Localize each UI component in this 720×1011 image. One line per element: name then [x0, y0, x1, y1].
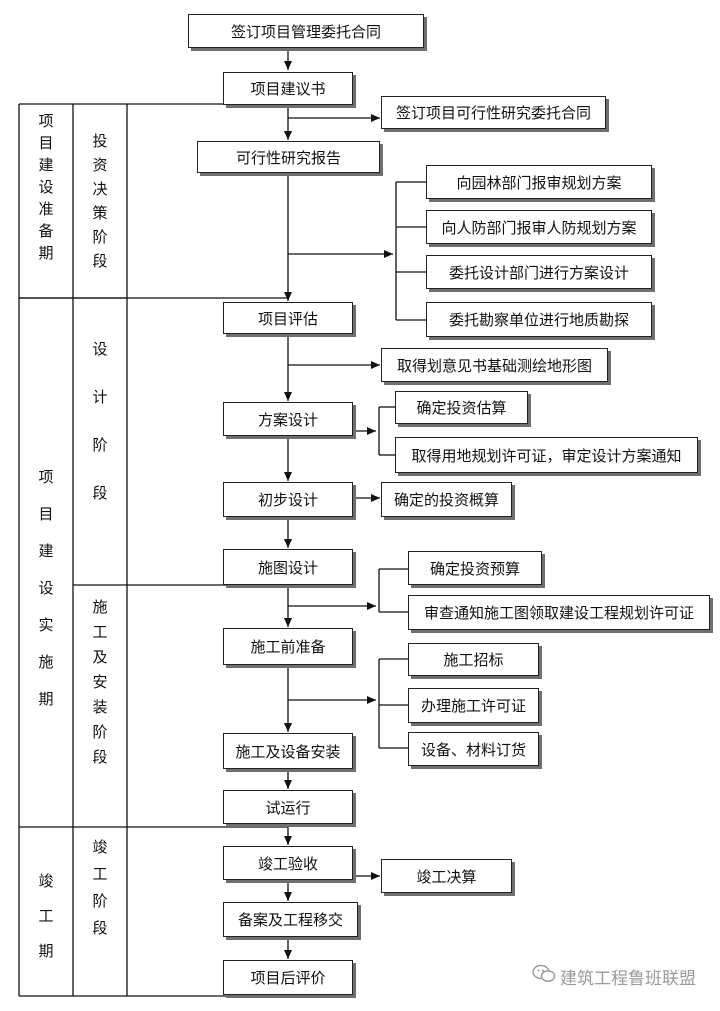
main-step-5: 方案设计: [223, 402, 353, 436]
side-box-8: 取得用地规划许可证，审定设计方案通知: [395, 437, 698, 473]
main-step-7: 施图设计: [223, 549, 353, 585]
stage-label-construction: 施工及安装阶段: [92, 598, 108, 766]
main-step-6: 初步设计: [223, 482, 353, 517]
main-step-1: 签订项目管理委托合同: [188, 14, 424, 48]
main-step-4: 项目评估: [223, 302, 353, 334]
stage-label-completion: 竣工阶段: [92, 838, 108, 937]
side-box-14: 设备、材料订货: [408, 732, 539, 766]
side-box-9: 确定的投资概算: [381, 482, 512, 517]
period-label-preparation: 项目建设准备期: [38, 112, 54, 262]
side-box-12: 施工招标: [408, 643, 539, 676]
period-label-implementation: 项目建设实施期: [38, 468, 54, 708]
watermark: 建筑工程鲁班联盟: [532, 964, 696, 989]
side-box-1: 签订项目可行性研究委托合同: [381, 96, 606, 129]
side-box-15: 竣工决算: [381, 859, 512, 893]
stage-label-design: 设计阶段: [92, 340, 108, 502]
main-step-9: 施工及设备安装: [223, 733, 353, 769]
side-box-7: 确定投资估算: [395, 391, 528, 424]
period-label-completion: 竣工期: [38, 872, 54, 960]
main-step-13: 项目后评价: [223, 960, 353, 995]
side-box-6: 取得划意见书基础测绘地形图: [381, 348, 608, 382]
side-box-5: 委托勘察单位进行地质勘探: [426, 302, 652, 337]
main-step-11: 竣工验收: [223, 846, 353, 880]
main-step-2: 项目建议书: [223, 72, 353, 105]
side-box-11: 审查通知施工图领取建设工程规划许可证: [408, 595, 710, 630]
side-box-3: 向人防部门报审人防规划方案: [426, 210, 652, 244]
main-step-3: 可行性研究报告: [197, 141, 380, 173]
side-box-10: 确定投资预算: [408, 551, 542, 585]
main-step-8: 施工前准备: [223, 628, 353, 665]
side-box-13: 办理施工许可证: [408, 688, 539, 723]
watermark-text: 建筑工程鲁班联盟: [560, 969, 696, 989]
side-box-2: 向园林部门报审规划方案: [426, 165, 652, 199]
stage-label-decision: 投资决策阶段: [92, 132, 108, 270]
main-step-12: 备案及工程移交: [223, 902, 358, 937]
main-step-10: 试运行: [223, 790, 353, 824]
side-box-4: 委托设计部门进行方案设计: [426, 255, 652, 289]
wechat-icon: [532, 964, 556, 989]
